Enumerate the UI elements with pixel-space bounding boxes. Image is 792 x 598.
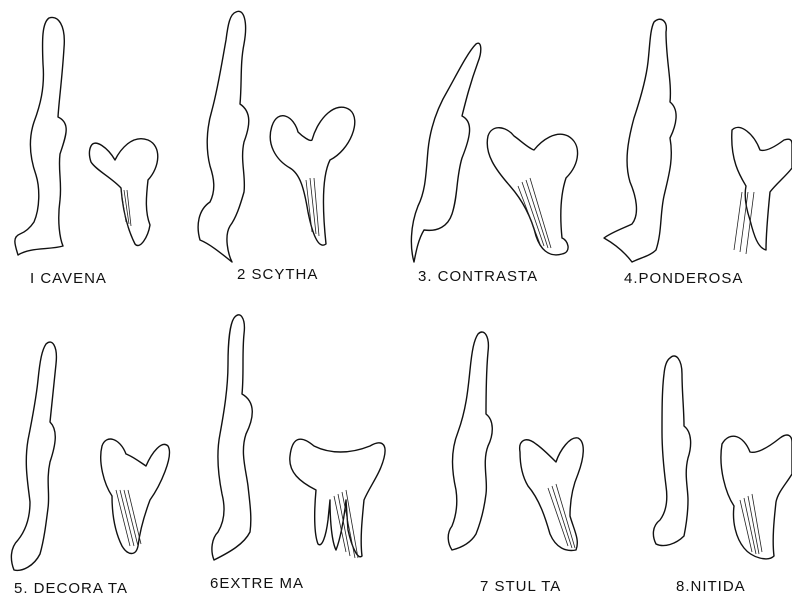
figure-2-right-structure [270,107,355,245]
figure-4-right-structure [732,127,792,250]
figure-8-caption: 8.NITIDA [676,578,746,595]
figure-7-left-structure [448,332,492,550]
figure-5-drawing [11,342,169,570]
figure-6-right-structure [290,439,385,557]
figure-6-drawing [212,315,385,560]
figure-3-caption: 3. CONTRASTA [418,268,538,285]
figure-2-left-structure [198,11,249,262]
figure-1-caption: I CAVENA [30,270,107,287]
figure-8-left-structure [653,356,690,546]
figure-5-right-structure [101,439,170,553]
figure-6-caption: 6EXTRE MA [210,575,304,592]
figure-1-right-structure [90,139,158,246]
figure-2-caption: 2 SCYTHA [237,266,318,283]
figure-4-left-structure [604,19,676,262]
figure-4-drawing [604,19,792,262]
figure-5-caption: 5. DECORA TA [14,580,128,597]
figure-2-drawing [198,11,355,262]
figure-5-left-structure [11,342,56,570]
figure-3-left-structure [411,43,480,262]
figure-7-drawing [448,332,583,550]
figure-7-right-structure [520,438,584,551]
figure-1-drawing [15,17,158,255]
figure-1-left-structure [15,17,66,255]
figure-8-drawing [653,356,792,559]
figure-4-caption: 4.PONDEROSA [624,270,743,287]
figure-3-right-structure [487,128,577,255]
figure-7-caption: 7 STUL TA [480,578,561,595]
figure-6-left-structure [212,315,252,560]
figure-3-drawing [411,43,577,262]
